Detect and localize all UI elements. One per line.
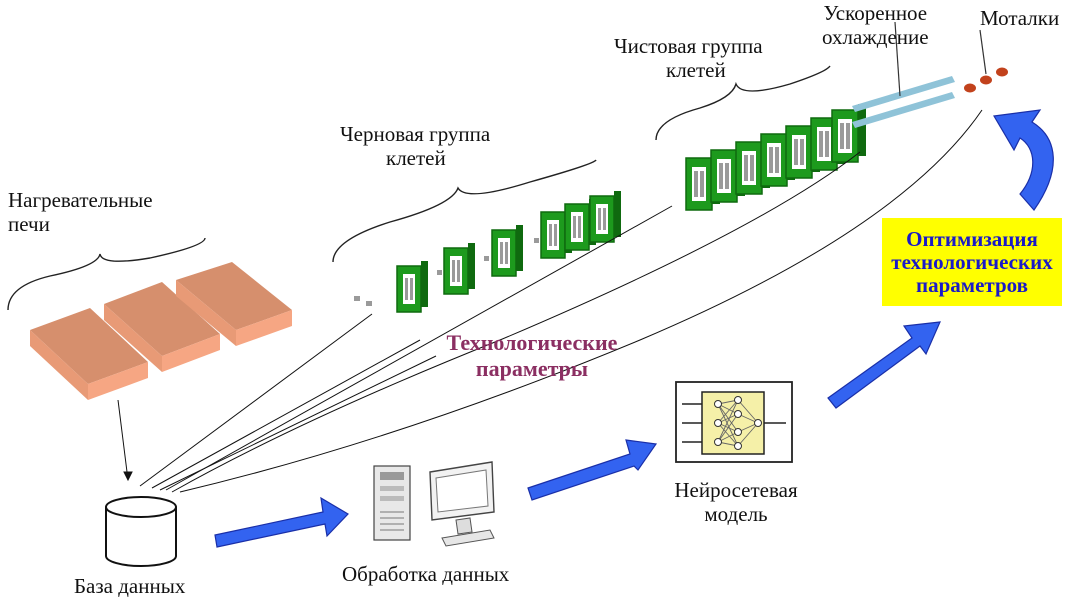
brace-roughing <box>332 159 597 263</box>
brace-finishing <box>655 65 831 141</box>
label-cooling: Ускоренное охлаждение <box>822 1 929 49</box>
label-cooling-line2: охлаждение <box>822 25 929 49</box>
finishing-stands <box>685 103 867 211</box>
label-roughing: Черновая группа клетей <box>340 122 490 170</box>
label-finishing-line2: клетей <box>666 58 726 82</box>
label-optimization-line1: Оптимизация <box>906 226 1038 251</box>
label-cooling-line1: Ускоренное <box>823 1 928 25</box>
label-neural-line2: модель <box>704 502 768 526</box>
label-processing: Обработка данных <box>342 562 510 586</box>
label-roughing-line1: Черновая группа <box>340 122 491 146</box>
label-furnaces-line1: Нагревательные <box>8 188 153 212</box>
label-tech-params-line2: параметры <box>475 356 589 381</box>
label-neural-line1: Нейросетевая <box>674 478 798 502</box>
label-tech-params: Технологические параметры <box>420 330 644 382</box>
label-furnaces: Нагревательные печи <box>8 188 153 236</box>
heating-furnaces <box>30 262 292 400</box>
flow-arrows <box>214 321 941 548</box>
furnace-2 <box>104 282 220 372</box>
cooling-bars <box>852 21 955 128</box>
label-furnaces-line2: печи <box>8 212 50 236</box>
arrow-db-to-processing <box>214 496 349 548</box>
arrow-neural-to-optimization <box>827 321 941 409</box>
optimization-box: Оптимизация технологических параметров <box>882 218 1062 306</box>
arrow-processing-to-neural <box>527 439 658 501</box>
computer-workstation-icon <box>373 461 495 547</box>
neural-network-icon <box>675 381 793 463</box>
database-cylinder-icon <box>105 496 177 567</box>
furnace-3 <box>176 262 292 346</box>
label-roughing-line2: клетей <box>386 146 446 170</box>
furnace-1 <box>30 308 148 400</box>
label-tech-params-line1: Технологические <box>446 330 618 355</box>
curved-arrow-icon <box>993 109 1054 211</box>
label-database: База данных <box>74 574 186 598</box>
label-finishing-line1: Чистовая группа <box>614 34 763 58</box>
coilers <box>964 29 1008 93</box>
label-optimization-line3: параметров <box>916 272 1028 297</box>
label-coilers: Моталки <box>980 6 1060 30</box>
label-optimization-line2: технологических <box>891 249 1053 274</box>
label-finishing: Чистовая группа клетей <box>614 34 763 82</box>
data-lines <box>117 109 983 493</box>
roughing-stands <box>354 190 622 313</box>
label-neural: Нейросетевая модель <box>664 478 808 526</box>
brace-furnaces <box>7 237 206 311</box>
